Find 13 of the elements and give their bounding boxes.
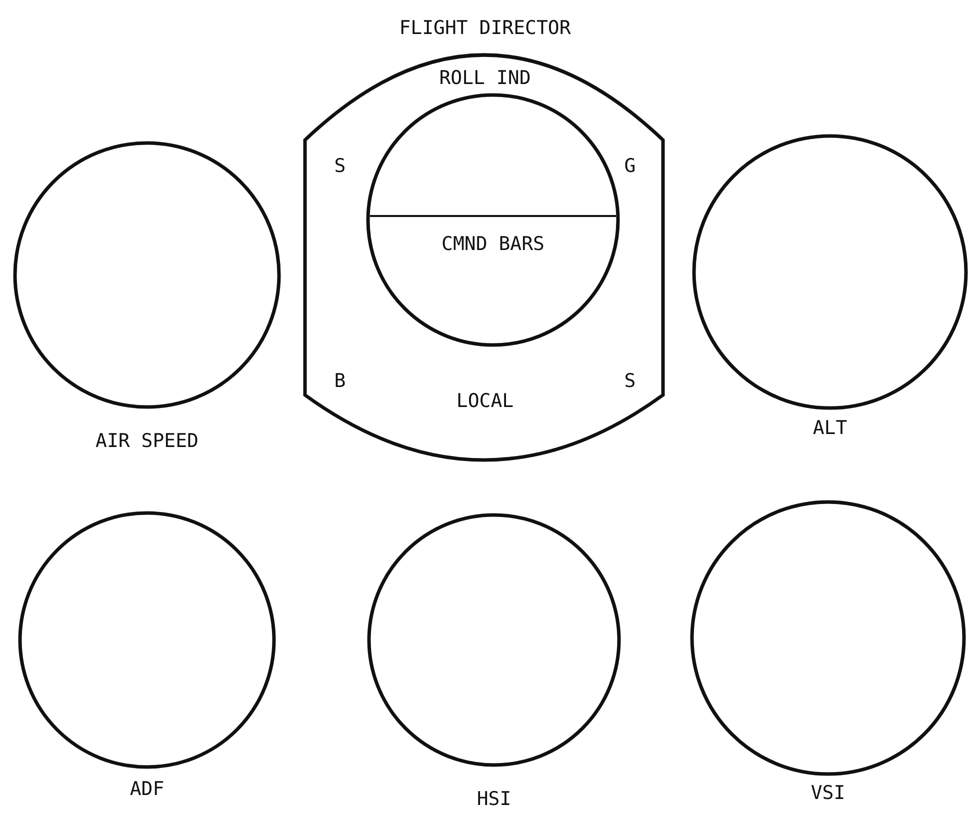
instrument-label: CMND BARS <box>442 233 544 255</box>
instrument-label: ALT <box>812 417 848 439</box>
corner-letter: S <box>334 155 346 177</box>
panel-title: FLIGHT DIRECTOR <box>399 17 571 39</box>
instrument-label: VSI <box>810 782 846 804</box>
corner-letter: B <box>334 370 346 392</box>
instrument-label: AIR SPEED <box>96 430 198 452</box>
instrument-label: LOCAL <box>456 390 514 412</box>
corner-letter: S <box>624 370 636 392</box>
instrument-label: ROLL IND <box>439 67 531 89</box>
instrument-label: ADF <box>130 778 164 800</box>
corner-letter: G <box>624 155 636 177</box>
instrument-label: HSI <box>476 788 512 810</box>
